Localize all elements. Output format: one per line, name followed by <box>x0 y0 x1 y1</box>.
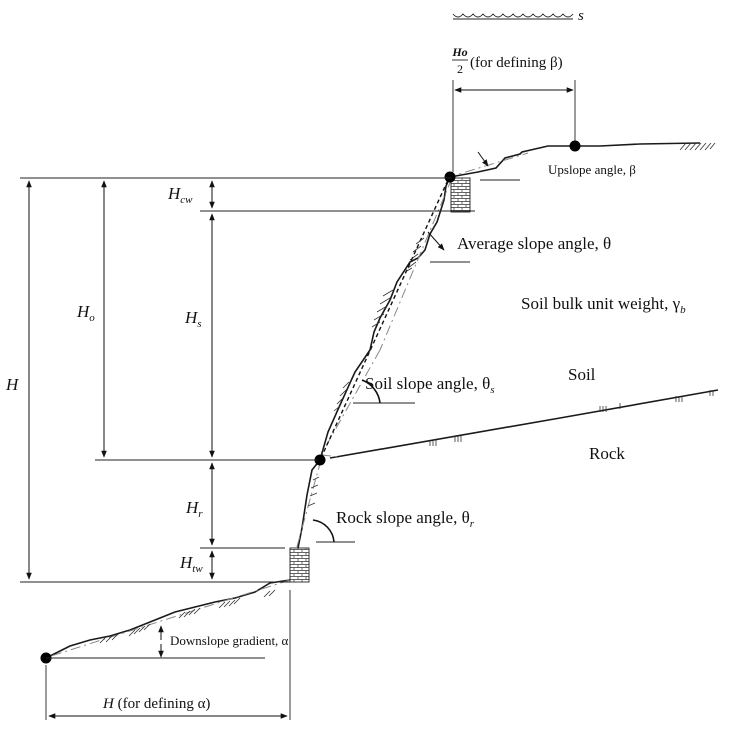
h-for-alpha-label: H (for defining α) <box>102 696 210 712</box>
crest-point <box>444 171 456 183</box>
vertical-dimensions <box>26 180 215 580</box>
reference-lines <box>20 177 520 720</box>
rock-zone-label: Rock <box>589 444 625 463</box>
average-angle-arrow <box>427 231 445 251</box>
downslope-gradient-label: Downslope gradient, α <box>170 633 289 648</box>
descriptive-labels: Upslope angle, β Average slope angle, θ … <box>102 162 686 712</box>
rock-slope-face <box>294 459 321 553</box>
ho-half-numerator: Ho <box>451 45 467 59</box>
upslope-angle-label: Upslope angle, β <box>548 162 636 177</box>
downslope-ground-line <box>45 551 296 659</box>
rock-angle-arc <box>312 519 335 543</box>
rock-slope-angle-label: Rock slope angle, θr <box>336 508 475 530</box>
label-Hr: Hr <box>185 498 203 520</box>
upslope-angle-arrow <box>477 151 489 167</box>
ground-profile <box>45 142 719 659</box>
soil-rock-interface <box>329 389 719 459</box>
vegetation-hatching <box>99 142 716 644</box>
vegetation-legend: s <box>452 8 584 24</box>
label-Ho: Ho <box>76 302 95 324</box>
soil-slope-angle-label: Soil slope angle, θs <box>365 374 495 396</box>
label-H: H <box>5 375 20 394</box>
crest-wall <box>450 177 471 213</box>
soil-angle-arc <box>361 379 381 404</box>
idealised-profile <box>47 152 529 658</box>
upslope-ground-line <box>449 142 701 178</box>
ho-half-note: (for defining β) <box>470 55 563 71</box>
soil-zone-label: Soil <box>568 365 596 384</box>
label-Hs: Hs <box>184 308 202 330</box>
label-Hcw: Hcw <box>167 184 193 206</box>
toe-wall <box>289 547 310 583</box>
soil-bulk-unit-weight-label: Soil bulk unit weight, γb <box>521 294 686 316</box>
soil-slope-face <box>319 176 451 461</box>
upslope-reference-point <box>569 140 581 152</box>
scallop-symbol <box>452 13 574 20</box>
ho-half-denominator: 2 <box>457 62 463 76</box>
angle-markers <box>158 151 489 658</box>
average-slope-line <box>320 179 449 459</box>
label-Htw: Htw <box>179 553 203 575</box>
ho-half-dimension: Ho 2 (for defining β) <box>451 45 576 172</box>
legend-symbol-label: s <box>578 8 584 24</box>
soil-rock-point <box>314 454 326 466</box>
dimension-labels: H Ho Hcw Hs Hr Htw <box>5 184 203 575</box>
average-slope-angle-label: Average slope angle, θ <box>457 234 611 253</box>
